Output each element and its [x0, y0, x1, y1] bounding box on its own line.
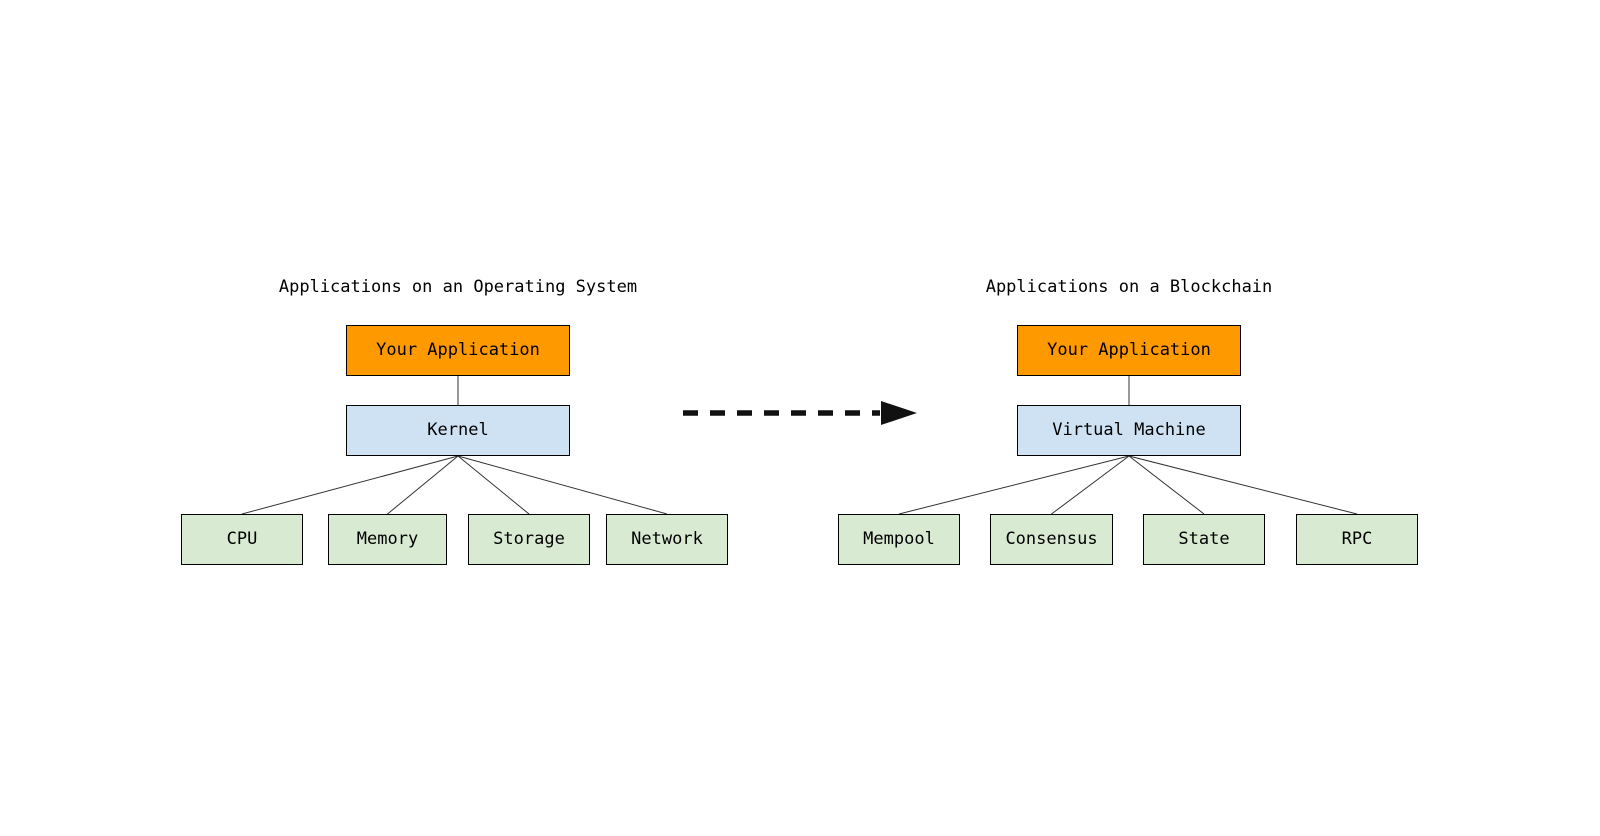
os-tree-edges — [241, 376, 668, 515]
blockchain-leaf-rpc: RPC — [1296, 514, 1418, 565]
os-leaf-cpu: CPU — [181, 514, 303, 565]
os-leaf-storage: Storage — [468, 514, 590, 565]
arrowhead-icon — [881, 401, 917, 425]
os-tree-title: Applications on an Operating System — [278, 277, 638, 297]
blockchain-leaf-consensus: Consensus — [990, 514, 1113, 565]
os-leaf-network: Network — [606, 514, 728, 565]
os-application-node: Your Application — [346, 325, 570, 376]
blockchain-leaf-state: State — [1143, 514, 1265, 565]
blockchain-tree-edges — [898, 376, 1358, 515]
transition-arrow — [683, 401, 917, 425]
blockchain-leaf-mempool: Mempool — [838, 514, 960, 565]
blockchain-application-node: Your Application — [1017, 325, 1241, 376]
blockchain-vm-node: Virtual Machine — [1017, 405, 1241, 456]
os-leaf-memory: Memory — [328, 514, 447, 565]
blockchain-tree-title: Applications on a Blockchain — [985, 277, 1273, 297]
os-kernel-node: Kernel — [346, 405, 570, 456]
